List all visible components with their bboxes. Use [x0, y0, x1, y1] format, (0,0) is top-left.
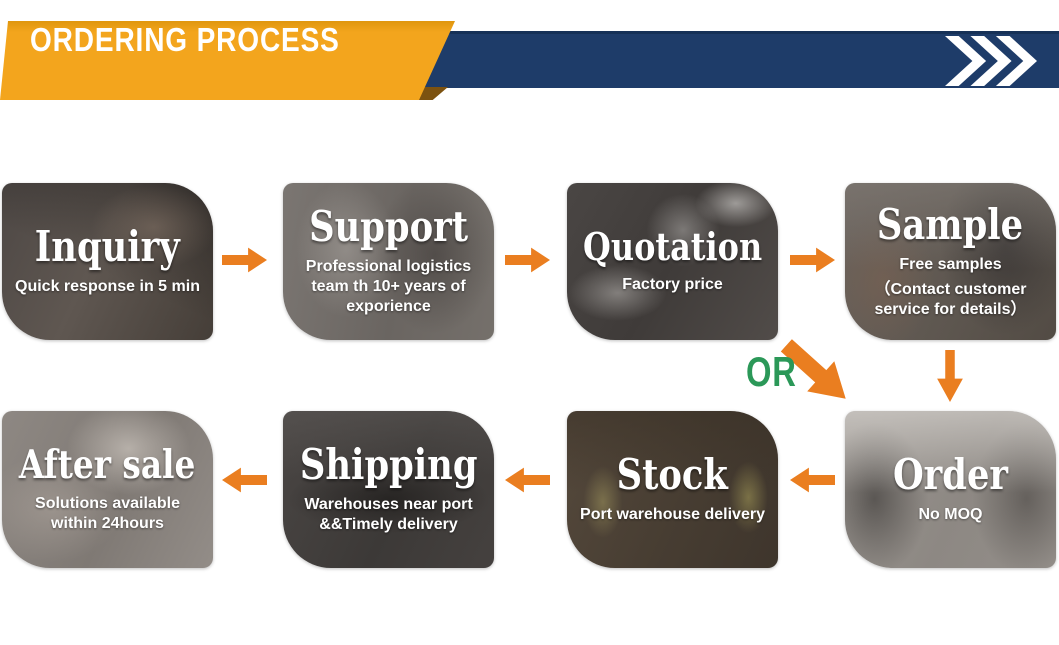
step-title-sample: Sample — [877, 199, 1024, 249]
arrow-right-icon — [222, 247, 267, 273]
arrow-left-icon — [505, 467, 550, 493]
step-title-quotation: Quotation — [582, 224, 763, 269]
support-photo — [283, 183, 494, 340]
aftersale-photo — [2, 411, 213, 568]
arrow-right-icon — [790, 247, 835, 273]
step-card-aftersale: After sale Solutions available within 24… — [2, 411, 213, 568]
stock-photo — [567, 411, 778, 568]
title-banner — [0, 21, 455, 100]
step-description-shipping: Warehouses near port &&Timely delivery — [304, 496, 473, 533]
arrow-left-icon — [222, 467, 267, 493]
step-title-shipping: Shipping — [299, 440, 478, 489]
step-description-inquiry: Quick response in 5 min — [15, 278, 200, 295]
arrow-left-icon — [790, 467, 835, 493]
arrow-down-icon — [937, 350, 963, 402]
inquiry-photo — [2, 183, 213, 340]
step-description-quotation: Factory price — [622, 276, 723, 293]
step-card-sample: Sample Free samples （Contact customer se… — [845, 183, 1056, 340]
step-description-sample: Free samples — [899, 255, 1002, 273]
order-photo — [845, 411, 1056, 568]
step-description2-sample: （Contact customer service for details） — [874, 280, 1027, 318]
shipping-photo — [283, 411, 494, 568]
step-description-support: Professional logistics team th 10+ years… — [305, 258, 472, 315]
step-title-stock: Stock — [616, 450, 729, 499]
step-card-support: Support Professional logistics team th 1… — [283, 183, 494, 340]
step-description-stock: Port warehouse delivery — [580, 506, 765, 523]
step-description-order: No MOQ — [918, 506, 983, 523]
step-title-support: Support — [309, 202, 468, 251]
step-title-order: Order — [892, 450, 1009, 499]
step-title-aftersale: After sale — [19, 441, 196, 488]
step-card-shipping: Shipping Warehouses near port &&Timely d… — [283, 411, 494, 568]
triple-chevron-right-icon — [945, 36, 1037, 86]
step-card-inquiry: Inquiry Quick response in 5 min — [2, 183, 213, 340]
step-description-aftersale: Solutions available within 24hours — [35, 494, 180, 532]
quotation-photo — [567, 183, 778, 340]
page-title: ORDERING PROCESS — [30, 21, 340, 58]
sample-photo — [845, 183, 1056, 340]
step-card-order: Order No MOQ — [845, 411, 1056, 568]
step-card-quotation: Quotation Factory price — [567, 183, 778, 340]
or-label: OR — [746, 348, 797, 395]
arrow-right-icon — [505, 247, 550, 273]
step-card-stock: Stock Port warehouse delivery — [567, 411, 778, 568]
header-bar — [420, 31, 1059, 88]
step-title-inquiry: Inquiry — [35, 222, 180, 271]
